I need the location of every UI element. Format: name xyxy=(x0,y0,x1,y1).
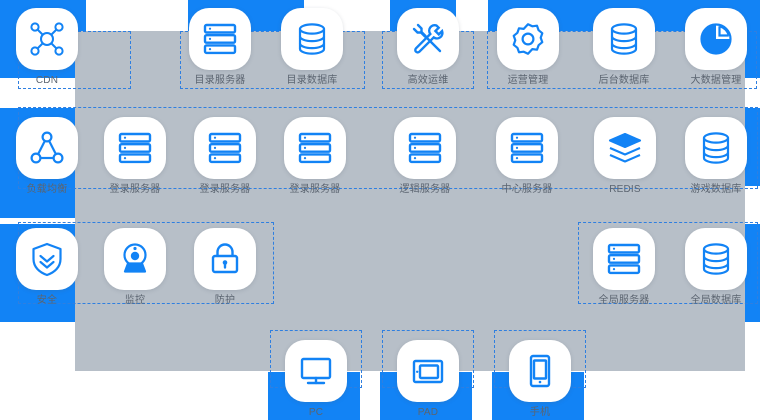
node-monitoring[interactable]: 监控 xyxy=(104,228,166,307)
node-label: 登录服务器 xyxy=(109,184,161,195)
node-label: 运营管理 xyxy=(507,75,549,86)
desktop-monitor-icon xyxy=(285,340,347,402)
node-label: 防护 xyxy=(214,295,236,306)
node-redis[interactable]: REDIS xyxy=(594,117,656,196)
group-global xyxy=(578,222,758,304)
node-backend-database[interactable]: 后台数据库 xyxy=(593,8,655,87)
node-security[interactable]: 安全 xyxy=(16,228,78,307)
camera-monitor-icon xyxy=(104,228,166,290)
node-logic-server[interactable]: 逻辑服务器 xyxy=(394,117,456,196)
server-rack-icon xyxy=(189,8,251,70)
tools-wrench-screwdriver-icon xyxy=(397,8,459,70)
node-global-server[interactable]: 全局服务器 xyxy=(593,228,655,307)
node-label: 后台数据库 xyxy=(598,75,650,86)
database-cylinder-icon xyxy=(593,8,655,70)
node-label: 登录服务器 xyxy=(289,184,341,195)
node-label: 游戏数据库 xyxy=(690,184,742,195)
tablet-icon xyxy=(397,340,459,402)
node-client-pad[interactable]: PAD xyxy=(397,340,459,419)
node-efficient-ops[interactable]: 高效运维 xyxy=(397,8,459,87)
node-cdn[interactable]: CDN xyxy=(16,8,78,87)
node-label: 登录服务器 xyxy=(199,184,251,195)
node-label: 高效运维 xyxy=(407,75,449,86)
database-cylinder-icon xyxy=(685,117,747,179)
node-client-phone[interactable]: 手机 xyxy=(509,340,571,419)
server-rack-icon xyxy=(284,117,346,179)
node-game-database[interactable]: 游戏数据库 xyxy=(685,117,747,196)
gear-settings-icon xyxy=(497,8,559,70)
node-label: 逻辑服务器 xyxy=(399,184,451,195)
stacked-layers-icon xyxy=(594,117,656,179)
node-directory-server[interactable]: 目录服务器 xyxy=(189,8,251,87)
node-label: 手机 xyxy=(529,407,551,418)
node-login-server-2[interactable]: 登录服务器 xyxy=(194,117,256,196)
shield-icon xyxy=(16,228,78,290)
node-label: 中心服务器 xyxy=(501,184,553,195)
server-rack-icon xyxy=(104,117,166,179)
server-rack-icon xyxy=(593,228,655,290)
node-label: 安全 xyxy=(36,295,58,306)
lock-icon xyxy=(194,228,256,290)
node-label: 监控 xyxy=(124,295,146,306)
node-label: CDN xyxy=(35,75,59,86)
node-login-server-3[interactable]: 登录服务器 xyxy=(284,117,346,196)
database-cylinder-icon xyxy=(685,228,747,290)
node-client-pc[interactable]: PC xyxy=(285,340,347,419)
node-label: 全局数据库 xyxy=(690,295,742,306)
node-label: 负载均衡 xyxy=(26,184,68,195)
node-bigdata-management[interactable]: 大数据管理 xyxy=(685,8,747,87)
cdn-network-icon xyxy=(16,8,78,70)
node-load-balancer[interactable]: 负载均衡 xyxy=(16,117,78,196)
node-global-database[interactable]: 全局数据库 xyxy=(685,228,747,307)
node-protection[interactable]: 防护 xyxy=(194,228,256,307)
node-label: REDIS xyxy=(609,184,641,195)
node-label: PC xyxy=(308,407,324,418)
server-rack-icon xyxy=(194,117,256,179)
node-center-server[interactable]: 中心服务器 xyxy=(496,117,558,196)
server-rack-icon xyxy=(496,117,558,179)
node-label: 目录服务器 xyxy=(194,75,246,86)
node-label: 全局服务器 xyxy=(598,295,650,306)
node-label: PAD xyxy=(417,407,439,418)
node-directory-database[interactable]: 目录数据库 xyxy=(281,8,343,87)
node-login-server-1[interactable]: 登录服务器 xyxy=(104,117,166,196)
load-balancer-icon xyxy=(16,117,78,179)
pie-chart-icon xyxy=(685,8,747,70)
node-label: 大数据管理 xyxy=(690,75,742,86)
group-directory xyxy=(180,31,365,89)
smartphone-icon xyxy=(509,340,571,402)
node-label: 目录数据库 xyxy=(286,75,338,86)
server-rack-icon xyxy=(394,117,456,179)
database-cylinder-icon xyxy=(281,8,343,70)
diagram-backdrop-panel xyxy=(75,31,745,371)
node-operation-management[interactable]: 运营管理 xyxy=(497,8,559,87)
